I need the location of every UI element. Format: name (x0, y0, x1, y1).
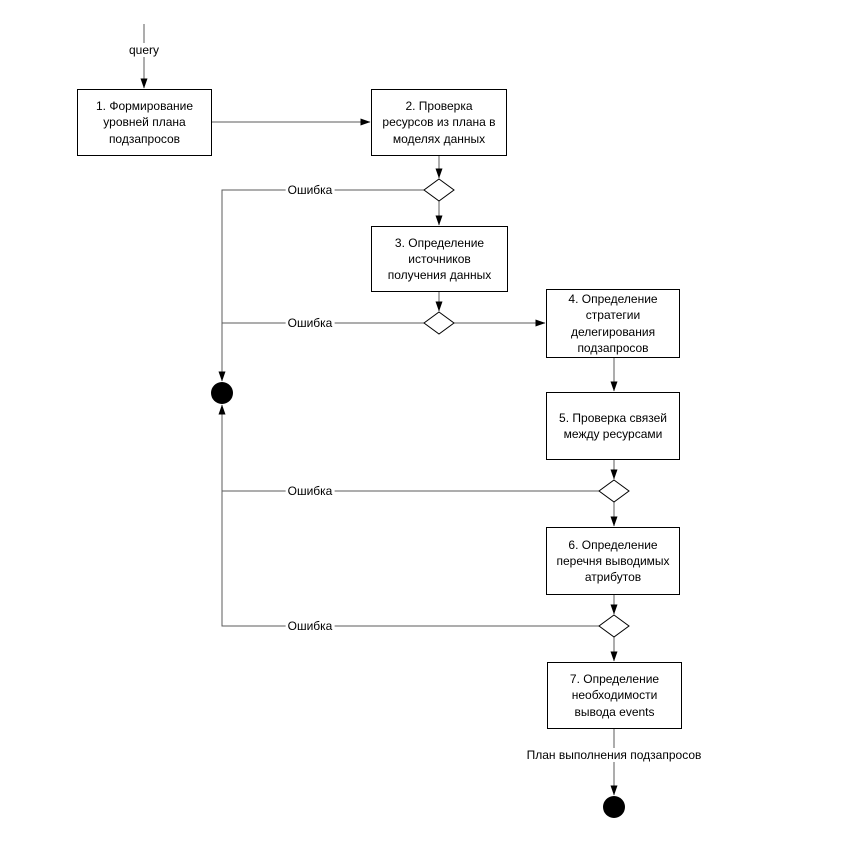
process-step-5: 5. Проверка связей между ресурсами (546, 392, 680, 460)
end-node (603, 796, 625, 818)
output-label: План выполнения подзапросов (524, 748, 704, 762)
decision-diamond-1 (423, 178, 455, 202)
error-label-3: Ошибка (285, 484, 335, 498)
process-step-1: 1. Формирование уровней плана подзапросо… (77, 89, 212, 156)
process-step-3: 3. Определение источников получения данн… (371, 226, 508, 292)
process-step-7: 7. Определение необходимости вывода even… (547, 662, 682, 729)
process-step-2: 2. Проверка ресурсов из плана в моделях … (371, 89, 507, 156)
edge-error4-to-merge (218, 404, 599, 627)
process-step-6: 6. Определение перечня выводимых атрибут… (546, 527, 680, 595)
decision-diamond-2 (423, 311, 455, 335)
query-label: query (126, 43, 162, 57)
decision-diamond-4 (598, 614, 630, 638)
error-label-4: Ошибка (285, 619, 335, 633)
error-label-2: Ошибка (285, 316, 335, 330)
process-step-4: 4. Определение стратегии делегирования п… (546, 289, 680, 358)
decision-diamond-3 (598, 479, 630, 503)
merge-node (211, 382, 233, 404)
error-label-1: Ошибка (285, 183, 335, 197)
edge-error1-to-merge (218, 189, 424, 382)
